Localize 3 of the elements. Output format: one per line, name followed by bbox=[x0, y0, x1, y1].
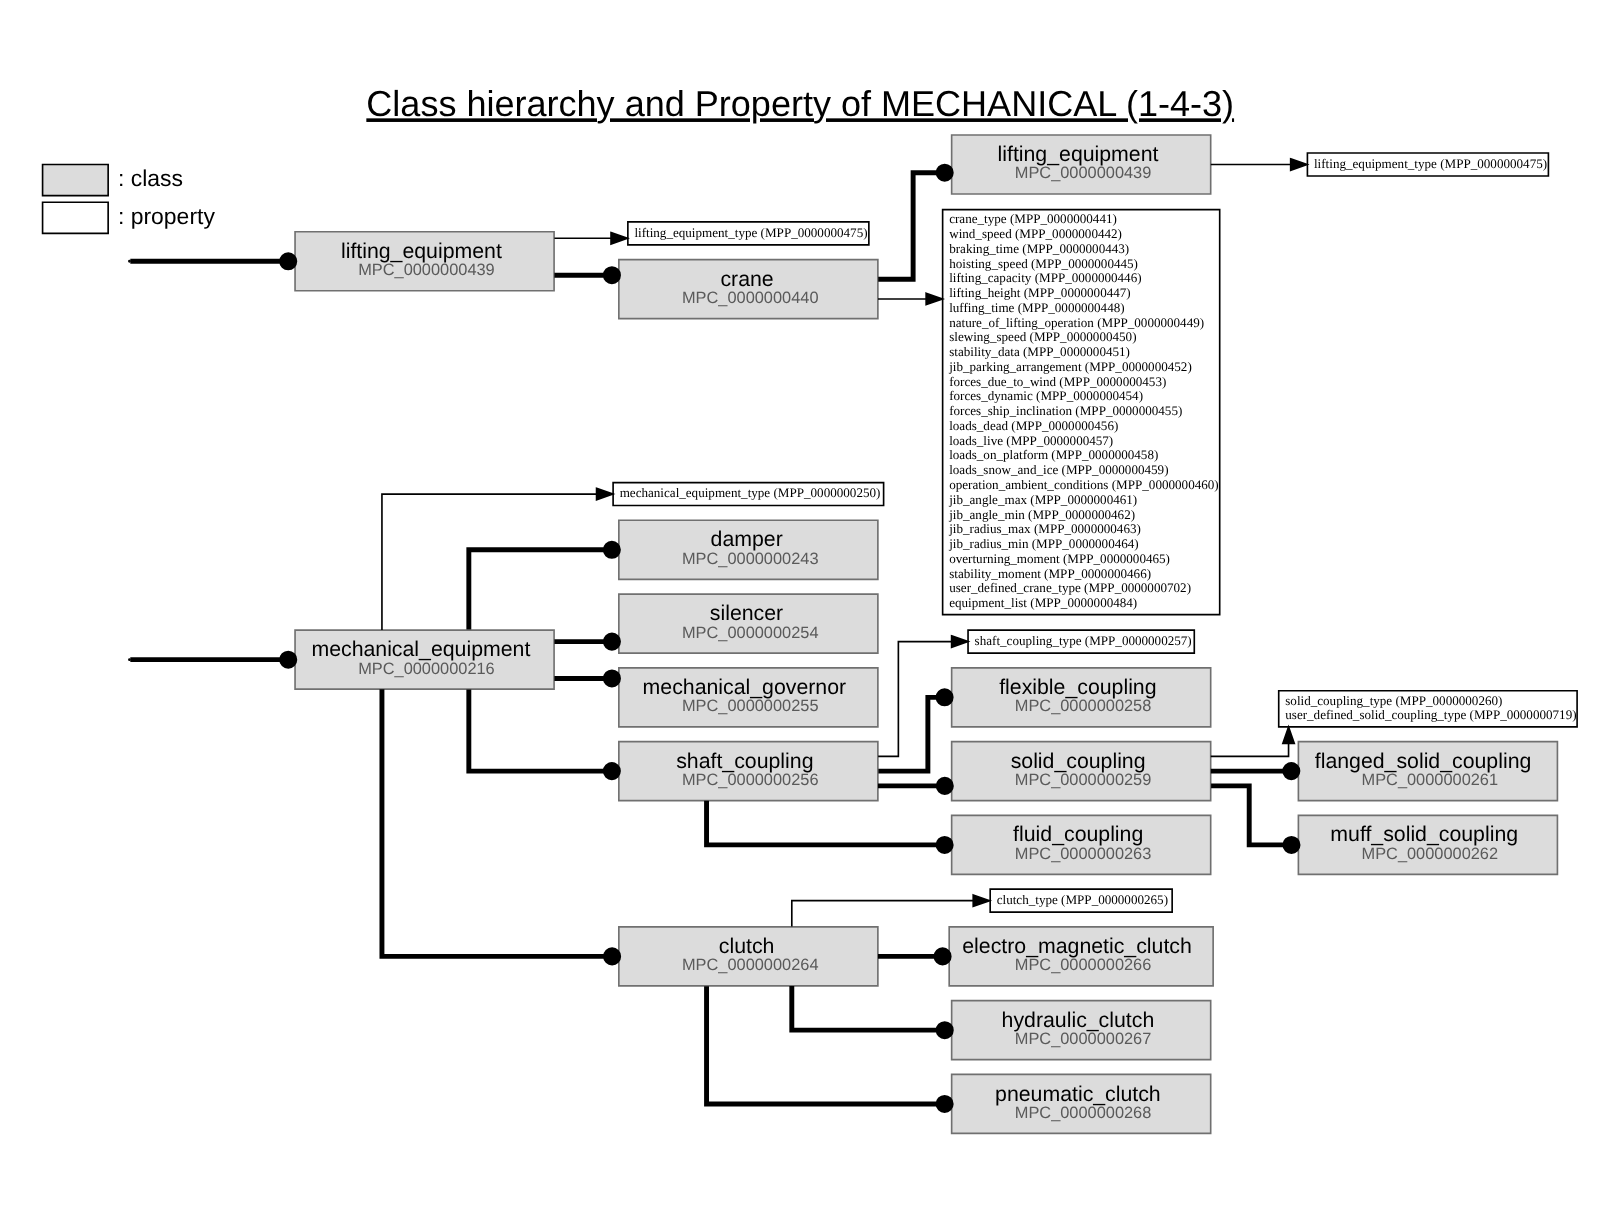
legend-label: : property bbox=[117, 205, 215, 230]
legend-label: : class bbox=[117, 168, 184, 193]
diagram-title: Class hierarchy and Property of MECHANICAL (1-4-3) bbox=[366, 84, 1235, 125]
